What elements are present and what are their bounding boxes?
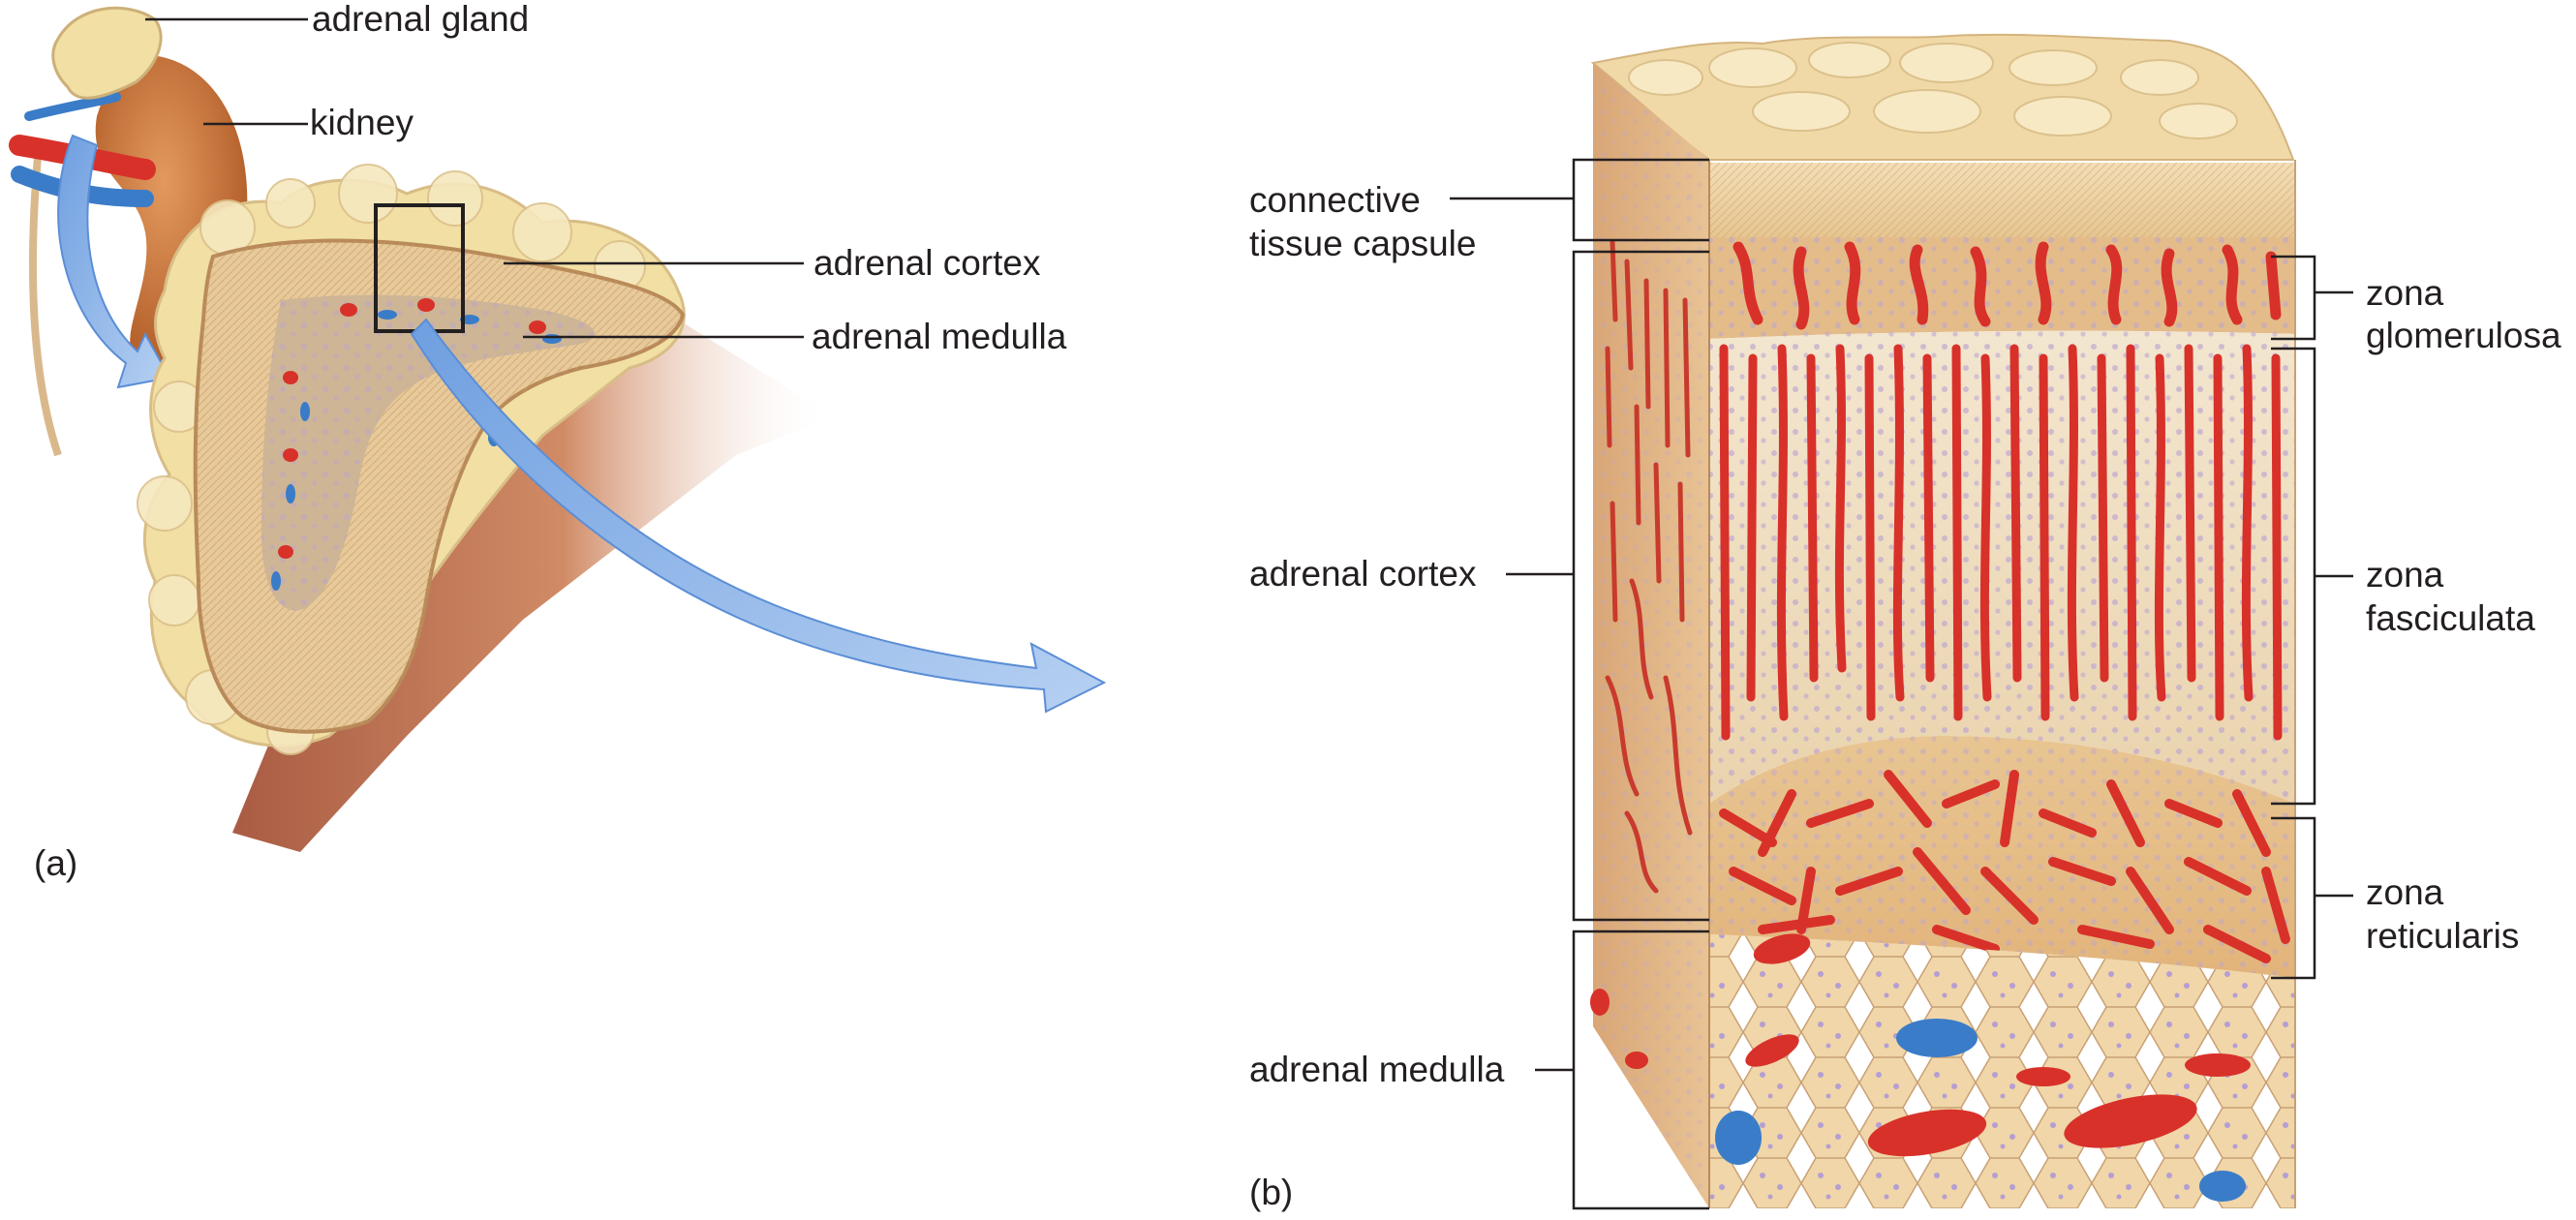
label-reticularis-line1: zona: [2366, 872, 2444, 912]
label-capsule-line1: connective: [1249, 180, 1421, 220]
label-adrenal-medulla-b: adrenal medulla: [1249, 1050, 1505, 1089]
panel-a-illustration: [9, 6, 1107, 852]
label-glomerulosa-line2: glomerulosa: [2366, 316, 2561, 355]
fasciculata-vessels: [1719, 344, 2283, 741]
adrenal-gland-small: [51, 6, 163, 100]
label-glomerulosa-line1: zona: [2366, 273, 2444, 313]
label-adrenal-cortex-a: adrenal cortex: [813, 243, 1041, 283]
label-adrenal-gland: adrenal gland: [312, 0, 530, 39]
panel-b-brackets: [1450, 158, 2353, 1210]
label-kidney: kidney: [310, 103, 414, 142]
label-adrenal-medulla-a: adrenal medulla: [812, 317, 1067, 356]
panel-b-tissue-block: [1590, 33, 2296, 1208]
panel-a-leaders: [145, 17, 804, 339]
label-reticularis-line2: reticularis: [2366, 916, 2520, 956]
panel-b-tag: (b): [1249, 1173, 1294, 1212]
panel-a-tag: (a): [34, 843, 78, 883]
side-face-vessels: [1605, 239, 1693, 894]
medulla-vessels-b: [1709, 933, 2251, 1202]
label-adrenal-cortex-b: adrenal cortex: [1249, 554, 1477, 594]
adrenal-shadow: [232, 290, 833, 852]
reticularis-vessels: [1719, 770, 2290, 963]
glomerulosa-vessels: [1733, 241, 2282, 330]
label-fasciculata-line2: fasciculata: [2366, 598, 2535, 638]
label-capsule-line2: tissue capsule: [1249, 224, 1477, 263]
label-fasciculata-line1: zona: [2366, 555, 2444, 595]
arrow-a-to-b: [410, 318, 1107, 714]
